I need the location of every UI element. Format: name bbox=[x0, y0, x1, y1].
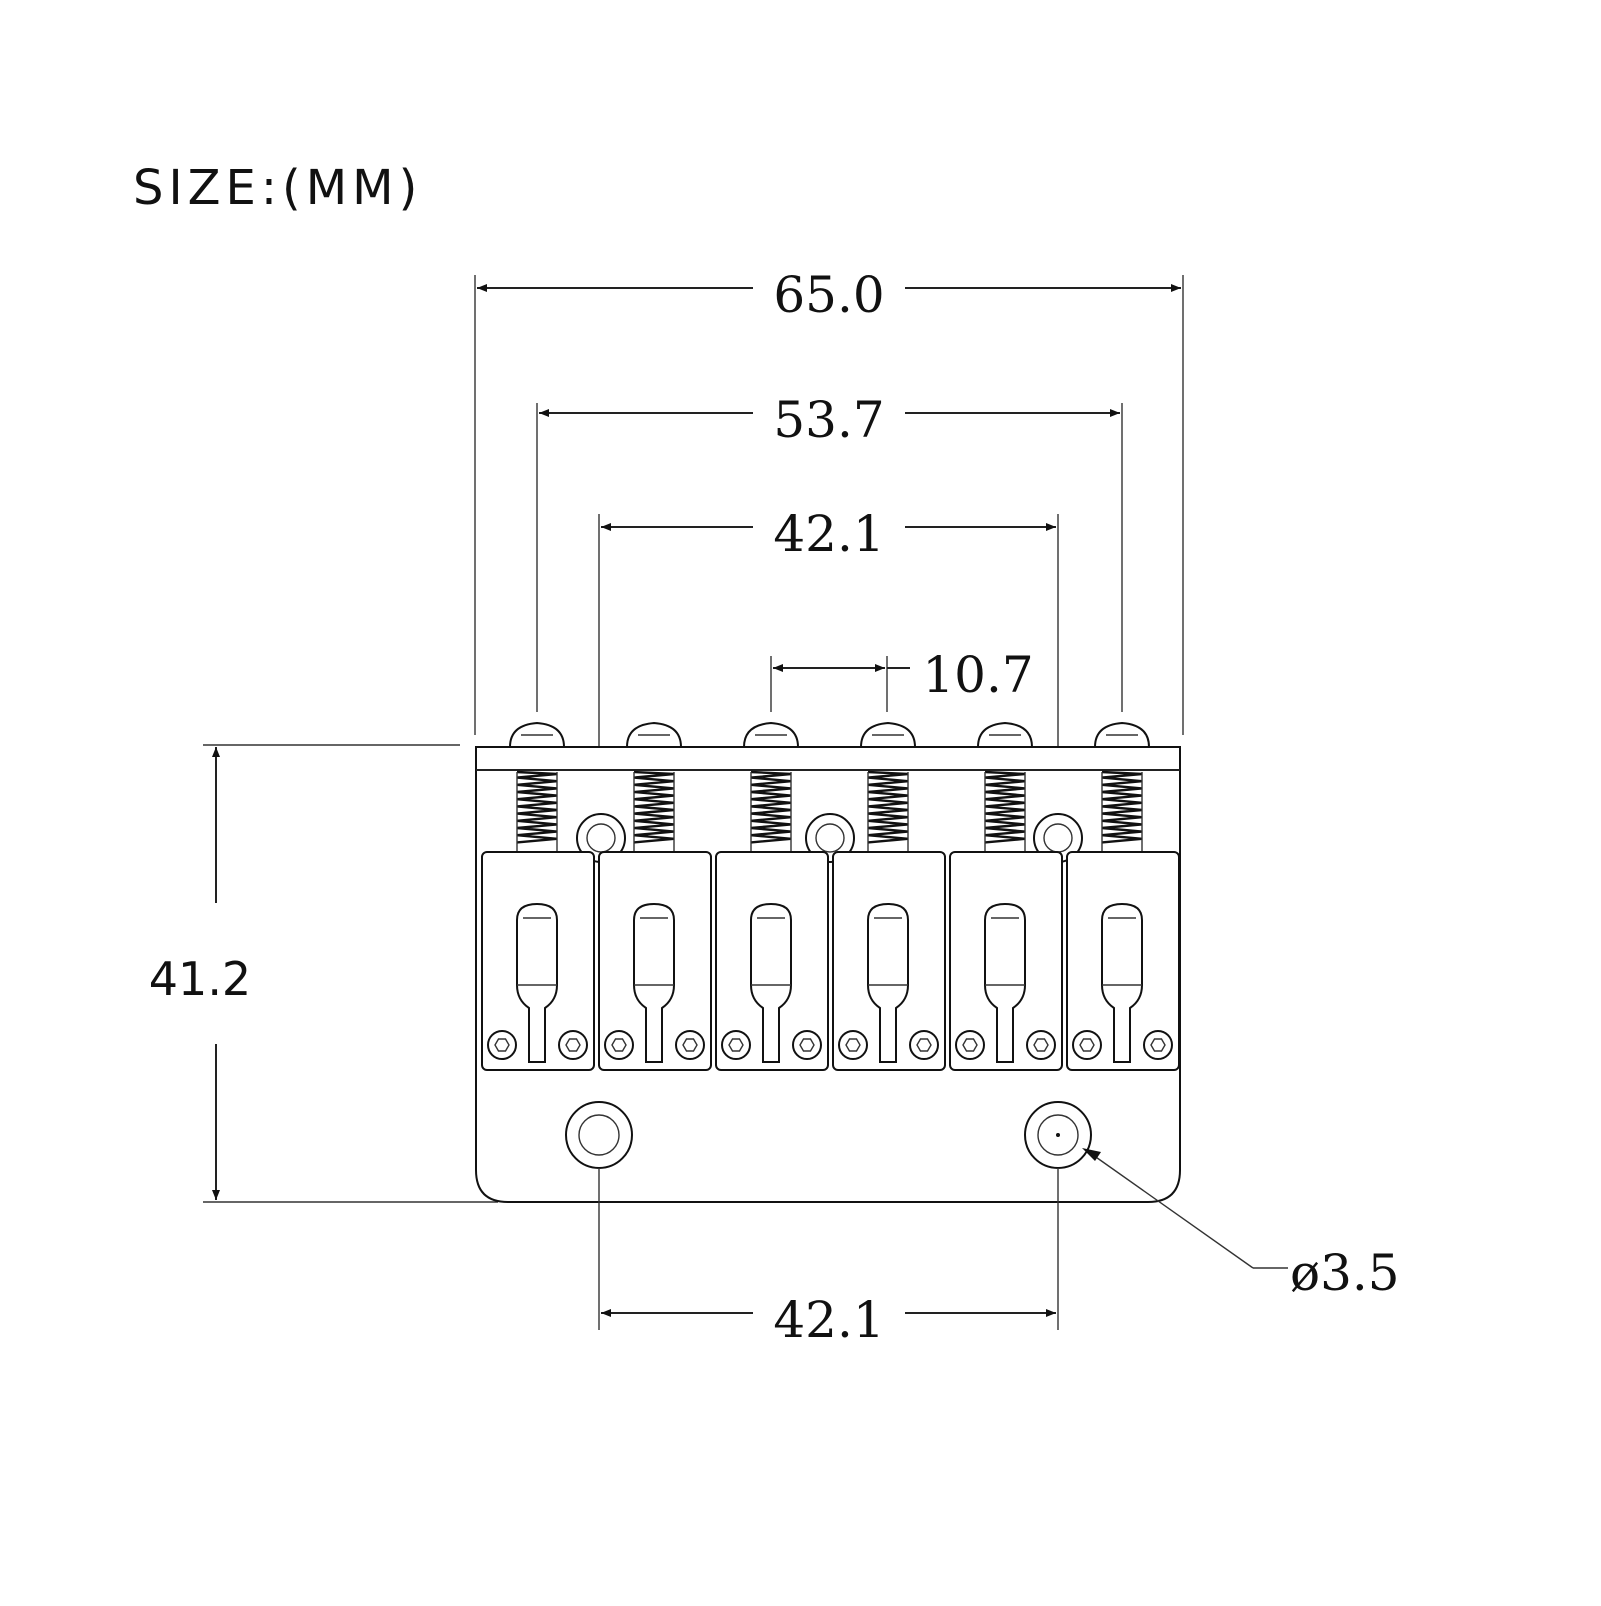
dim-plate-height: 41.2 bbox=[149, 744, 498, 1203]
dim-mount-hole-diameter: ø3.5 bbox=[1082, 1148, 1400, 1302]
height-adjust-screw bbox=[721, 1030, 751, 1060]
size-unit-title: SIZE:(MM) bbox=[133, 160, 423, 216]
mount-hole-diameter-label: ø3.5 bbox=[1290, 1244, 1400, 1302]
height-adjust-screw bbox=[792, 1030, 822, 1060]
saddle-slot bbox=[750, 902, 792, 1063]
mount-hole-left bbox=[565, 1101, 633, 1169]
saddle-slot bbox=[867, 902, 909, 1063]
saddle-spacing-label: 10.7 bbox=[922, 646, 1033, 704]
dim-mount-hole-span: 42.1 bbox=[598, 1168, 1059, 1349]
saddle-slot bbox=[984, 902, 1026, 1063]
height-adjust-screw bbox=[838, 1030, 868, 1060]
height-adjust-screw bbox=[1072, 1030, 1102, 1060]
saddle-slot bbox=[633, 902, 675, 1063]
saddle-slot bbox=[516, 902, 558, 1063]
overall-width-label: 65.0 bbox=[773, 266, 884, 324]
height-adjust-screw bbox=[909, 1030, 939, 1060]
dim-outer-saddle-span: 53.7 bbox=[536, 391, 1123, 712]
body-screw-holes bbox=[576, 813, 1083, 863]
dim-saddle-spacing: 10.7 bbox=[770, 646, 1034, 712]
outer-saddle-span-label: 53.7 bbox=[773, 391, 884, 449]
height-adjust-screw bbox=[558, 1030, 588, 1060]
height-adjust-screw bbox=[604, 1030, 634, 1060]
height-adjust-screw bbox=[955, 1030, 985, 1060]
dim-overall-width: 65.0 bbox=[474, 266, 1184, 735]
saddle-group bbox=[481, 721, 1180, 1071]
height-adjust-screw bbox=[1143, 1030, 1173, 1060]
plate-height-label: 41.2 bbox=[149, 952, 251, 1006]
saddle-slot bbox=[1101, 902, 1143, 1063]
height-adjust-screw bbox=[1026, 1030, 1056, 1060]
inner-hole-span-label: 42.1 bbox=[773, 505, 884, 563]
height-adjust-screw bbox=[487, 1030, 517, 1060]
height-adjust-screw bbox=[675, 1030, 705, 1060]
mount-hole-span-label: 42.1 bbox=[773, 1291, 884, 1349]
